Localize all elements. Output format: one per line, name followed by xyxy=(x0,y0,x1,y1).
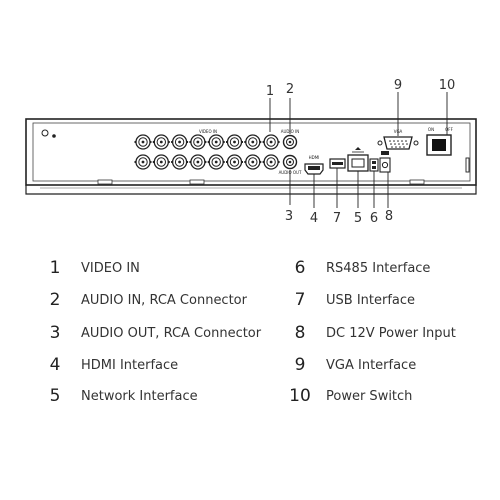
power-switch xyxy=(426,134,452,156)
legend-item-6: 6 RS485 Interface xyxy=(280,256,431,280)
legend-item-1: 1 VIDEO IN xyxy=(35,256,140,280)
legend-label: Power Switch xyxy=(326,388,413,404)
video-in-connectors xyxy=(134,134,280,170)
legend-label: DC 12V Power Input xyxy=(326,325,456,341)
legend-label: AUDIO IN, RCA Connector xyxy=(81,292,247,308)
callout-number-3: 3 xyxy=(285,209,293,224)
chassis xyxy=(25,118,477,195)
audio-in-connector xyxy=(282,134,298,150)
legend-number: 4 xyxy=(49,355,61,375)
legend-number: 3 xyxy=(49,323,61,343)
legend-item-2: 2 AUDIO IN, RCA Connector xyxy=(35,288,247,312)
callout-number-4: 4 xyxy=(310,211,318,226)
callout-number-6: 6 xyxy=(370,211,378,226)
bnc-connector xyxy=(134,154,152,170)
bnc-connector xyxy=(244,134,262,150)
bnc-connector xyxy=(134,134,152,150)
panel-label-video-in: VIDEO IN xyxy=(199,129,217,134)
bnc-connector xyxy=(226,134,243,150)
legend-item-9: 9 VGA Interface xyxy=(280,353,417,377)
legend-item-7: 7 USB Interface xyxy=(280,288,415,312)
callout-number-2: 2 xyxy=(286,82,294,97)
bnc-connector xyxy=(207,134,225,150)
bnc-connector xyxy=(152,134,170,150)
side-slot xyxy=(465,157,470,173)
legend-label: AUDIO OUT, RCA Connector xyxy=(81,325,262,341)
dc-power-port xyxy=(379,151,391,173)
bnc-connector xyxy=(207,154,225,170)
bnc-connector xyxy=(189,134,207,150)
legend-item-3: 3 AUDIO OUT, RCA Connector xyxy=(35,321,262,345)
legend-item-8: 8 DC 12V Power Input xyxy=(280,321,456,345)
legend-number: 9 xyxy=(294,355,306,375)
vga-port xyxy=(377,136,419,150)
bnc-connector xyxy=(171,134,189,150)
legend-number: 2 xyxy=(49,290,61,310)
ground-screw xyxy=(41,129,56,138)
callout-number-10: 10 xyxy=(439,78,456,93)
legend-item-5: 5 Network Interface xyxy=(35,384,198,408)
dvr-rear-panel-diagram: VIDEO IN AUDIO IN AUDIO OUT HDMI xyxy=(25,78,477,226)
legend-number: 10 xyxy=(289,386,311,406)
bnc-connector xyxy=(152,154,170,170)
panel-label-off: OFF xyxy=(445,127,453,132)
legend-number: 8 xyxy=(294,323,306,343)
bnc-connector xyxy=(262,154,280,170)
legend-label: VIDEO IN xyxy=(81,260,140,276)
legend-label: VGA Interface xyxy=(326,357,417,373)
bnc-connector xyxy=(171,154,189,170)
bnc-connector xyxy=(189,154,207,170)
callout-number-8: 8 xyxy=(385,209,393,224)
panel-label-hdmi: HDMI xyxy=(309,155,320,160)
callout-number-1: 1 xyxy=(266,84,274,99)
legend-item-4: 4 HDMI Interface xyxy=(35,353,179,377)
panel-label-on: ON xyxy=(428,127,434,132)
bnc-connector xyxy=(244,154,262,170)
legend: 1 VIDEO IN 2 AUDIO IN, RCA Connector 3 A… xyxy=(0,250,500,420)
callout-number-5: 5 xyxy=(354,211,362,226)
callout-lines xyxy=(269,92,448,208)
callout-number-9: 9 xyxy=(394,78,402,93)
legend-label: HDMI Interface xyxy=(81,357,179,373)
bnc-connector xyxy=(262,134,280,150)
legend-label: Network Interface xyxy=(81,388,198,404)
legend-number: 7 xyxy=(294,290,306,310)
hdmi-port xyxy=(304,163,324,175)
bnc-connector xyxy=(226,154,243,170)
legend-label: RS485 Interface xyxy=(326,260,431,276)
legend-number: 1 xyxy=(49,258,61,278)
audio-out-connector xyxy=(282,154,298,170)
legend-number: 6 xyxy=(294,258,306,278)
callout-number-7: 7 xyxy=(333,211,341,226)
legend-item-10: 10 Power Switch xyxy=(280,384,412,408)
legend-label: USB Interface xyxy=(326,292,416,308)
legend-number: 5 xyxy=(49,386,61,406)
usb-port xyxy=(329,158,346,169)
